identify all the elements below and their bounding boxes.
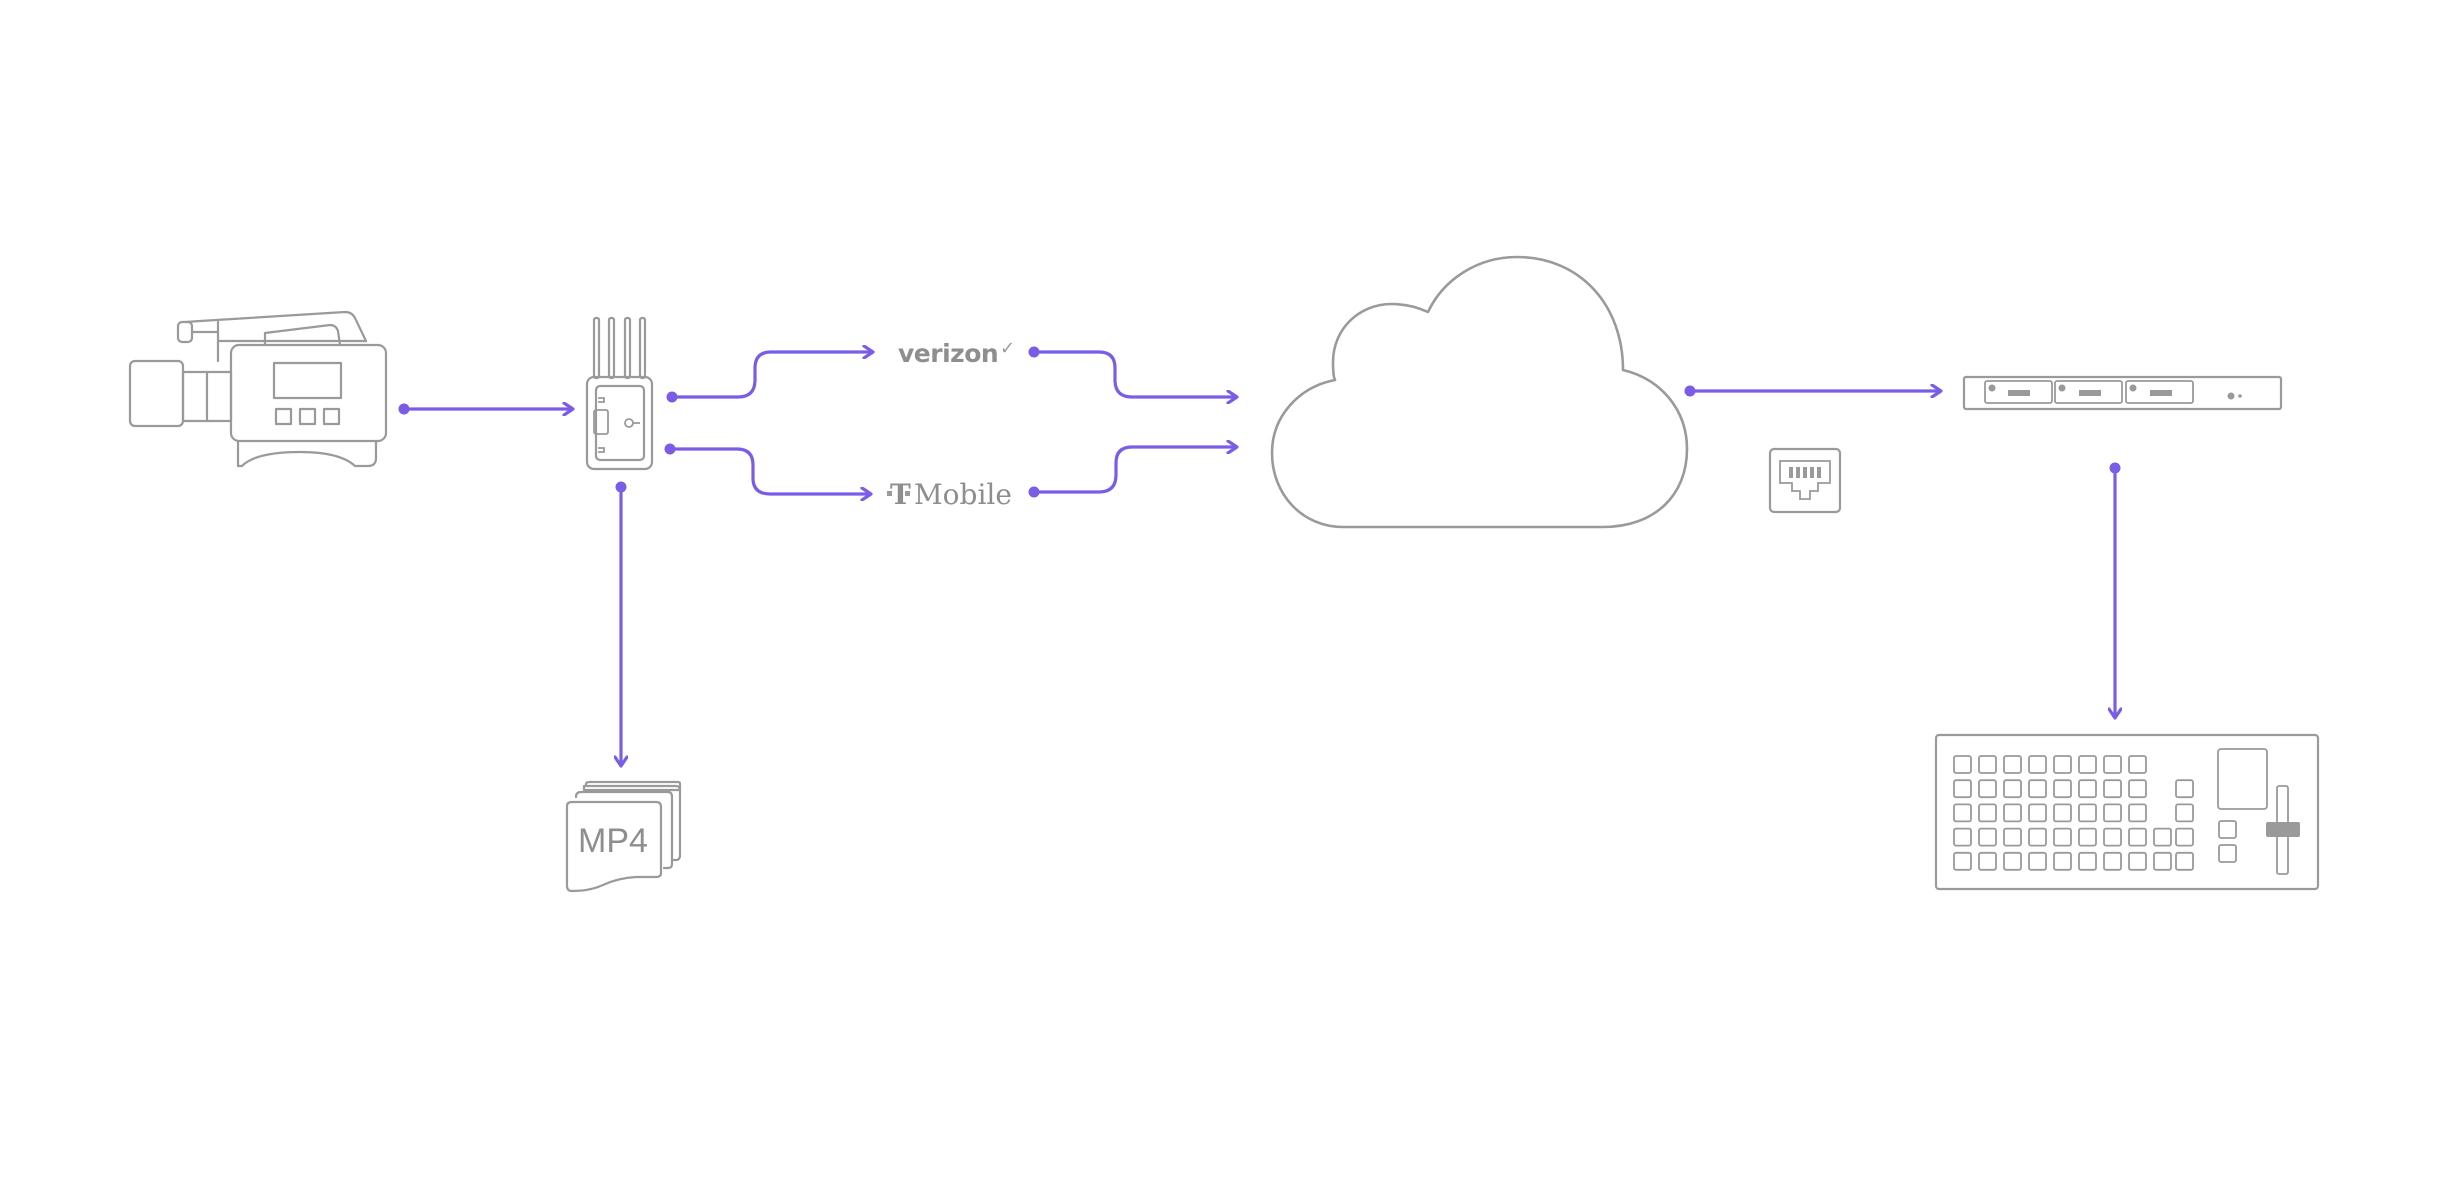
switcher-key — [2078, 755, 2097, 774]
mp4-label: MP4 — [578, 822, 648, 860]
cellular-bonding-transmitter-icon — [585, 316, 654, 471]
verizon-check-icon: ✓ — [1000, 338, 1015, 359]
switcher-key — [2175, 779, 2194, 799]
tmobile-to-cloud-arrow — [1032, 447, 1236, 494]
switcher-key — [2128, 755, 2147, 774]
t-mobile-t-mark: T — [890, 478, 911, 511]
switcher-key — [2028, 851, 2047, 871]
switcher-key — [1953, 827, 1972, 847]
t-mobile-logo: T Mobile — [887, 478, 1012, 511]
switcher-key-grid — [1953, 755, 2194, 871]
switcher-key — [2053, 851, 2072, 871]
switcher-key — [2053, 827, 2072, 847]
switcher-key — [2028, 827, 2047, 847]
switcher-key — [2028, 755, 2047, 774]
transmitter-to-tmobile-arrow — [668, 447, 870, 494]
switcher-key — [2103, 803, 2122, 823]
switcher-key — [2103, 851, 2122, 871]
verizon-logo: verizon ✓ — [898, 338, 1015, 368]
switcher-key — [2153, 827, 2172, 847]
ethernet-port-icon — [1768, 447, 1842, 514]
switcher-key — [2103, 827, 2122, 847]
switcher-key — [2028, 779, 2047, 799]
rack-receiver-icon — [1962, 375, 2283, 411]
flow-arrows — [398, 347, 2121, 766]
switcher-key — [2053, 755, 2072, 774]
switcher-key — [2078, 803, 2097, 823]
switcher-key — [2003, 755, 2022, 774]
production-switcher-icon — [1934, 733, 2320, 891]
switcher-key — [2003, 803, 2022, 823]
switcher-key — [2078, 779, 2097, 799]
switcher-key — [2053, 803, 2072, 823]
verizon-to-cloud-arrow — [1032, 350, 1236, 397]
switcher-key — [1978, 803, 1997, 823]
switcher-key — [1978, 755, 1997, 774]
switcher-key — [2078, 827, 2097, 847]
switcher-key — [2175, 827, 2194, 847]
switcher-key — [1953, 851, 1972, 871]
switcher-key — [1978, 827, 1997, 847]
switcher-key — [2103, 779, 2122, 799]
switcher-key — [2128, 779, 2147, 799]
switcher-key — [2128, 803, 2147, 823]
switcher-key — [2078, 851, 2097, 871]
switcher-key — [1953, 803, 1972, 823]
switcher-key — [2003, 827, 2022, 847]
switcher-key — [1953, 779, 1972, 799]
transmitter-to-verizon-arrow — [670, 352, 872, 399]
switcher-key — [2128, 851, 2147, 871]
switcher-key — [2153, 851, 2172, 871]
switcher-key — [1953, 755, 1972, 774]
switcher-key — [2028, 803, 2047, 823]
t-mobile-label: Mobile — [914, 478, 1012, 511]
cloud-icon — [1270, 255, 1689, 529]
switcher-key — [2103, 755, 2122, 774]
switcher-key — [2175, 803, 2194, 823]
switcher-key — [1978, 851, 1997, 871]
switcher-key — [2003, 851, 2022, 871]
switcher-key — [1978, 779, 1997, 799]
switcher-key — [2175, 851, 2194, 871]
mp4-files-icon: MP4 — [565, 780, 682, 893]
switcher-key — [2128, 827, 2147, 847]
switcher-key — [2003, 779, 2022, 799]
switcher-key — [2053, 779, 2072, 799]
verizon-label: verizon — [898, 339, 998, 368]
video-camera-icon — [128, 310, 388, 468]
